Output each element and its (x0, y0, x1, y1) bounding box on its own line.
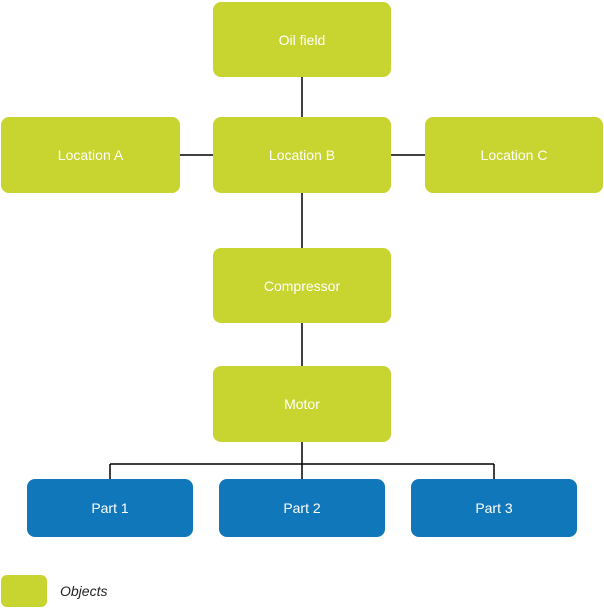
node-location-c: Location C (425, 117, 603, 193)
node-label: Location C (480, 147, 548, 163)
node-part-3: Part 3 (411, 479, 577, 537)
node-label: Part 2 (283, 500, 321, 516)
node-oil-field: Oil field (213, 2, 391, 77)
node-label: Location B (268, 147, 336, 163)
node-motor: Motor (213, 366, 391, 442)
legend-label: Objects (60, 583, 108, 599)
node-label: Part 3 (475, 500, 513, 516)
node-compressor: Compressor (213, 248, 391, 323)
node-location-a: Location A (1, 117, 180, 193)
node-part-2: Part 2 (219, 479, 385, 537)
node-part-1: Part 1 (27, 479, 193, 537)
node-label: Location A (57, 147, 124, 163)
node-label: Motor (284, 396, 320, 412)
node-label: Oil field (278, 31, 326, 48)
legend: Objects (1, 575, 107, 607)
legend-swatch (1, 575, 47, 607)
node-label: Part 1 (91, 500, 129, 516)
node-label: Compressor (263, 277, 341, 294)
node-location-b: Location B (213, 117, 391, 193)
